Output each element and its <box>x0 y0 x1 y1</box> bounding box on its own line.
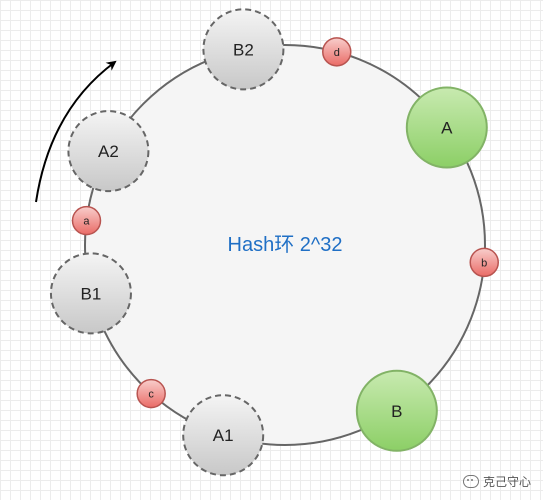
server-circle <box>405 86 488 169</box>
virtual-circle <box>202 8 285 91</box>
virtual-node-B1: B1 <box>49 252 132 335</box>
key-c: c <box>136 378 166 409</box>
hash-ring <box>84 44 486 446</box>
wechat-icon <box>462 475 479 488</box>
virtual-node-A1: A1 <box>182 394 265 477</box>
server-circle <box>355 369 438 452</box>
virtual-node-A2: A2 <box>67 110 150 193</box>
key-label: b <box>481 257 487 269</box>
server-node-B: B <box>355 369 438 452</box>
key-label: c <box>148 389 154 401</box>
ring-label: Hash环 2^32 <box>228 234 343 256</box>
server-node-A: A <box>405 86 488 169</box>
key-b: b <box>469 247 499 278</box>
keys-layer: d b c a <box>71 37 499 409</box>
watermark-text: 克己守心 <box>482 475 531 489</box>
key-marker <box>71 205 102 236</box>
virtual-circle <box>49 252 132 335</box>
clockwise-direction-arrow <box>35 60 117 203</box>
key-a: a <box>71 205 102 236</box>
key-marker <box>469 247 499 278</box>
key-marker <box>136 378 166 409</box>
node-label: A2 <box>98 142 119 161</box>
node-label: A1 <box>213 426 234 445</box>
virtual-circle <box>67 110 150 193</box>
virtual-circle <box>182 394 265 477</box>
nodes-layer: A B A1 B1 A2 B2 <box>49 8 488 477</box>
key-label: d <box>334 47 340 59</box>
node-label: A <box>441 118 453 137</box>
node-label: B1 <box>81 284 102 303</box>
key-label: a <box>83 216 90 228</box>
node-label: B2 <box>233 40 254 59</box>
virtual-node-B2: B2 <box>202 8 285 91</box>
node-label: B <box>391 402 402 421</box>
key-marker <box>322 37 352 67</box>
key-d: d <box>322 37 352 67</box>
watermark: 克己守心 <box>462 473 531 490</box>
